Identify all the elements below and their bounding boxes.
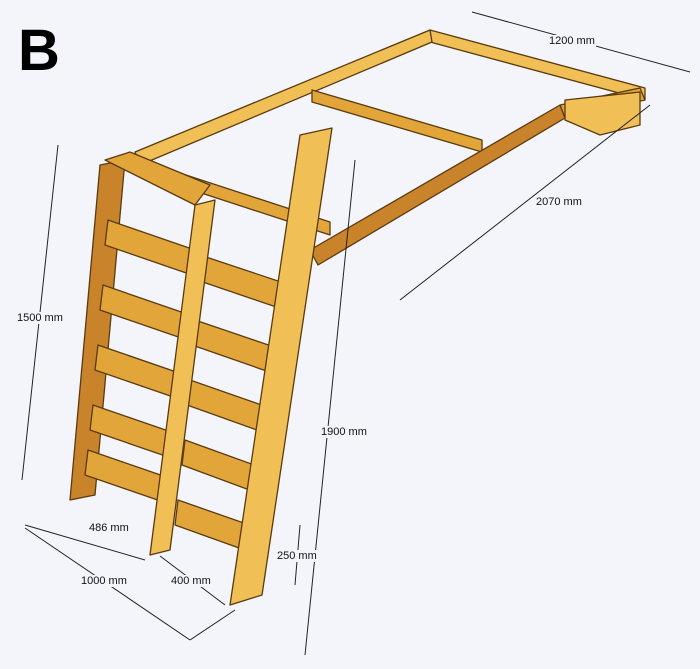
shelf-middle-side [149, 199, 216, 556]
label-base-width: 1000 mm [80, 575, 128, 587]
shelves [84, 219, 291, 554]
label-shelf-height: 1500 mm [16, 312, 64, 324]
label-frame-width: 1200 mm [548, 35, 596, 47]
frame-back-rail [429, 29, 646, 101]
frame-corner-box [564, 91, 641, 136]
label-shelf-depth: 486 mm [88, 522, 130, 534]
label-frame-length: 2070 mm [535, 196, 583, 208]
shelf-ladder [69, 127, 333, 606]
frame-left-rail [134, 29, 433, 166]
shelf-left-side [69, 159, 126, 501]
shelf-top [104, 151, 211, 206]
frame-front-rail [309, 104, 566, 266]
label-step-spacing: 250 mm [276, 550, 318, 562]
frame-crossbar [311, 89, 483, 153]
label-ladder-height: 1900 mm [320, 426, 368, 438]
ladder-rail [229, 127, 333, 606]
panel-letter: B [18, 18, 60, 83]
label-ladder-width: 400 mm [170, 575, 212, 587]
